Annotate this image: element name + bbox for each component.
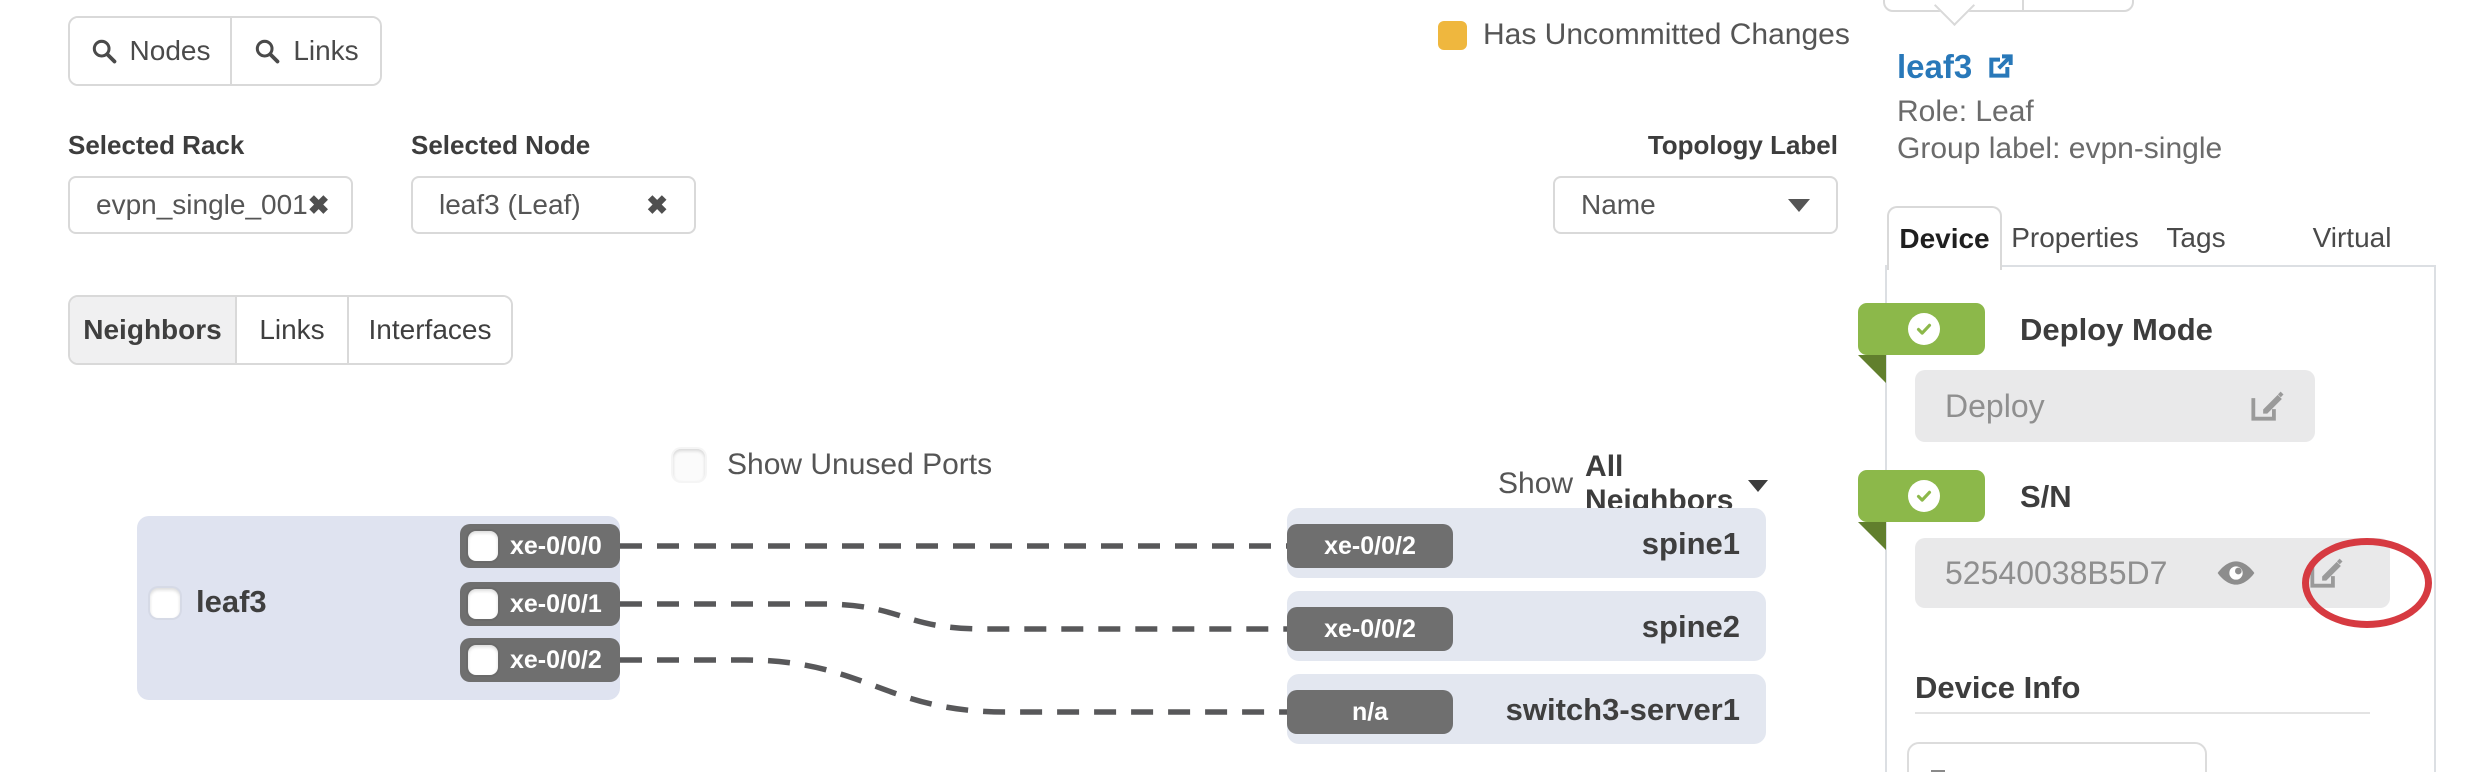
- clear-rack-icon[interactable]: ✖: [307, 190, 330, 220]
- deploy-mode-field: Deploy: [1915, 370, 2315, 442]
- uncommitted-color-swatch: [1438, 20, 1467, 50]
- neighbor-port-pill: n/a: [1287, 690, 1453, 734]
- uncommitted-label: Has Uncommitted Changes: [1483, 18, 1850, 51]
- port-label: xe-0/0/0: [510, 531, 602, 560]
- port-label: xe-0/0/2: [510, 645, 602, 674]
- device-group-label: Group label: evpn-single: [1897, 132, 2223, 165]
- external-link-icon: [1989, 54, 2013, 78]
- topology-label-value: Name: [1581, 189, 1656, 220]
- node-leaf3-box[interactable]: leaf3 xe-0/0/0 xe-0/0/1 xe-0/0/2: [137, 516, 620, 700]
- neighbor-port-pill: xe-0/0/2: [1287, 607, 1453, 651]
- links-search-button[interactable]: Links: [230, 18, 380, 84]
- selected-node-chip[interactable]: leaf3 (Leaf) ✖: [411, 176, 696, 234]
- eye-icon[interactable]: [2216, 558, 2256, 588]
- caret-down-icon: [1748, 480, 1768, 492]
- show-unused-ports-control: Show Unused Ports: [673, 448, 992, 482]
- check-circle-icon: [1908, 313, 1940, 345]
- device-info-heading: Device Info: [1915, 670, 2081, 705]
- deploy-mode-status-ribbon: [1858, 303, 1985, 355]
- topology-label-select[interactable]: Name: [1553, 176, 1838, 234]
- tab-neighbors[interactable]: Neighbors: [70, 297, 235, 363]
- node-view-tabs: Neighbors Links Interfaces: [68, 295, 513, 365]
- device-role: Role: Leaf: [1897, 95, 2034, 128]
- sn-status-ribbon: [1858, 470, 1985, 522]
- search-icon: [256, 39, 280, 64]
- tab-device-label: Device: [1899, 223, 1990, 254]
- neighbor-filter-prefix: Show: [1498, 467, 1574, 500]
- node-checkbox[interactable]: [150, 588, 180, 618]
- annotation-circle: [2302, 538, 2432, 628]
- port-label: xe-0/0/1: [510, 589, 602, 618]
- selected-node-value: leaf3 (Leaf): [439, 189, 581, 220]
- device-link[interactable]: leaf3: [1897, 48, 2016, 86]
- tab-interfaces[interactable]: Interfaces: [347, 297, 511, 363]
- neighbor-name: spine2: [1641, 609, 1740, 644]
- neighbor-port-label: xe-0/0/2: [1324, 614, 1416, 643]
- show-unused-ports-label: Show Unused Ports: [727, 448, 993, 481]
- device-link-label: leaf3: [1897, 48, 1973, 85]
- neighbor-port-pill: xe-0/0/2: [1287, 524, 1453, 568]
- tab-links[interactable]: Links: [235, 297, 347, 363]
- deploy-mode-value: Deploy: [1945, 387, 2045, 424]
- selected-rack-label: Selected Rack: [68, 130, 245, 160]
- port-checkbox[interactable]: [468, 531, 498, 561]
- neighbor-name: spine1: [1641, 526, 1740, 561]
- links-button-label: Links: [293, 35, 359, 66]
- node-name: leaf3: [196, 584, 267, 619]
- tab-tags[interactable]: Tags: [2166, 222, 2226, 253]
- sn-heading: S/N: [2020, 479, 2072, 514]
- topology-controls-fragment: [1883, 0, 2134, 12]
- port-checkbox[interactable]: [468, 589, 498, 619]
- tab-device[interactable]: Device: [1887, 206, 2002, 270]
- neighbor-name: switch3-server1: [1505, 692, 1740, 727]
- check-circle-icon: [1908, 480, 1940, 512]
- device-info-text-fragment: [1931, 770, 1945, 772]
- neighbor-row-switch3-server1[interactable]: n/a switch3-server1: [1287, 674, 1766, 744]
- clear-node-icon[interactable]: ✖: [646, 190, 668, 220]
- selected-rack-value: evpn_single_001: [96, 189, 308, 220]
- edit-icon[interactable]: [2247, 387, 2285, 425]
- port-checkbox[interactable]: [468, 645, 498, 675]
- deploy-mode-heading: Deploy Mode: [2020, 312, 2213, 347]
- port-pill-xe002[interactable]: xe-0/0/2: [460, 638, 620, 682]
- device-info-divider: [1915, 712, 2370, 714]
- selected-rack-chip[interactable]: evpn_single_001 ✖: [68, 176, 353, 234]
- neighbor-row-spine1[interactable]: xe-0/0/2 spine1: [1287, 508, 1766, 578]
- neighbor-port-label: n/a: [1351, 697, 1389, 726]
- caret-down-icon: [1788, 198, 1810, 212]
- search-toggle-group: Nodes Links: [68, 16, 382, 86]
- popover-divider: [2022, 0, 2024, 10]
- tab-virtual[interactable]: Virtual: [2312, 222, 2392, 253]
- legend-uncommitted: Has Uncommitted Changes: [1438, 18, 1850, 52]
- nodes-button-label: Nodes: [129, 35, 211, 66]
- device-info-box: [1907, 742, 2207, 772]
- neighbor-row-spine2[interactable]: xe-0/0/2 spine2: [1287, 591, 1766, 661]
- topology-label-label: Topology Label: [1647, 130, 1838, 160]
- nodes-search-button[interactable]: Nodes: [70, 18, 230, 84]
- port-pill-xe000[interactable]: xe-0/0/0: [460, 524, 620, 568]
- selected-node-label: Selected Node: [411, 130, 591, 160]
- show-unused-ports-checkbox[interactable]: [673, 449, 705, 481]
- neighbor-port-label: xe-0/0/2: [1324, 531, 1416, 560]
- tab-properties[interactable]: Properties: [2011, 222, 2139, 253]
- search-icon: [92, 39, 116, 64]
- port-pill-xe001[interactable]: xe-0/0/1: [460, 582, 620, 626]
- sn-value: 52540038B5D7: [1945, 554, 2168, 591]
